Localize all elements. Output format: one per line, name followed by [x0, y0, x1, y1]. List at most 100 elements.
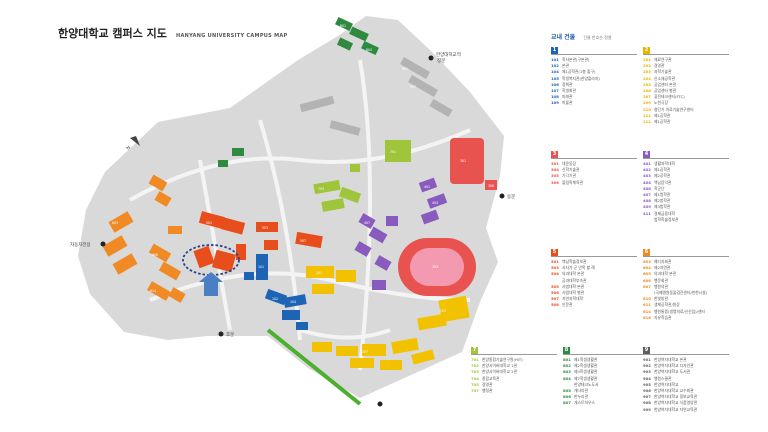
gate-south-marker[interactable]: 후문: [218, 331, 235, 339]
building-label-203[interactable]: 203: [440, 309, 446, 313]
building-label-614[interactable]: 614: [150, 289, 156, 293]
zone-6-buildings[interactable]: [102, 174, 186, 303]
building-label-201[interactable]: 201: [316, 271, 322, 275]
building-label-401[interactable]: 401: [424, 185, 430, 189]
legend-item[interactable]: 한양테크노도서: [563, 382, 649, 388]
legend-item[interactable]: 법학학술정보관: [643, 217, 729, 223]
building-label-407[interactable]: 407: [364, 221, 370, 225]
gate-west-marker[interactable]: 자동차전용: [70, 241, 106, 248]
building-label-901[interactable]: 901: [402, 67, 408, 71]
building-label-207[interactable]: 207: [362, 350, 368, 354]
legend-item[interactable]: (국제병원동물검진센터/한천시설): [643, 290, 729, 296]
building-label-104[interactable]: 104: [290, 300, 296, 304]
building-label-804[interactable]: 804: [366, 48, 372, 52]
zone-4-buildings[interactable]: [354, 177, 448, 290]
zone-8-buildings[interactable]: [218, 16, 379, 167]
gate-bottom-marker[interactable]: [377, 401, 383, 407]
building-label-503[interactable]: 503: [262, 226, 268, 230]
zone-1-buildings[interactable]: [244, 254, 308, 330]
zone-9-buildings[interactable]: [299, 57, 453, 136]
building-label-907[interactable]: 907: [410, 85, 416, 89]
building-label-507[interactable]: 507: [300, 239, 306, 243]
zone-2-buildings[interactable]: [306, 266, 470, 370]
building-label-301[interactable]: 301: [460, 159, 466, 163]
building-label-801[interactable]: 801: [340, 24, 346, 28]
building-label-603[interactable]: 603: [112, 221, 118, 225]
gate-east-marker[interactable]: 동문: [499, 193, 516, 201]
building-label-102[interactable]: 102: [272, 297, 278, 301]
building-label-306[interactable]: 306: [488, 184, 494, 188]
building-label-606[interactable]: 606: [152, 253, 158, 257]
zone-3-buildings[interactable]: [450, 138, 497, 190]
legend-item[interactable]: 공과대학부속관: [551, 278, 637, 284]
building-label-703[interactable]: 703: [318, 187, 324, 191]
building-label-701[interactable]: 701: [390, 150, 396, 154]
building-label-403[interactable]: 403: [432, 201, 438, 205]
zone-7-buildings[interactable]: [313, 140, 411, 212]
building-label-303[interactable]: 303: [432, 265, 438, 269]
building-label-101[interactable]: 101: [258, 265, 264, 269]
zone-5-buildings[interactable]: [193, 211, 323, 273]
